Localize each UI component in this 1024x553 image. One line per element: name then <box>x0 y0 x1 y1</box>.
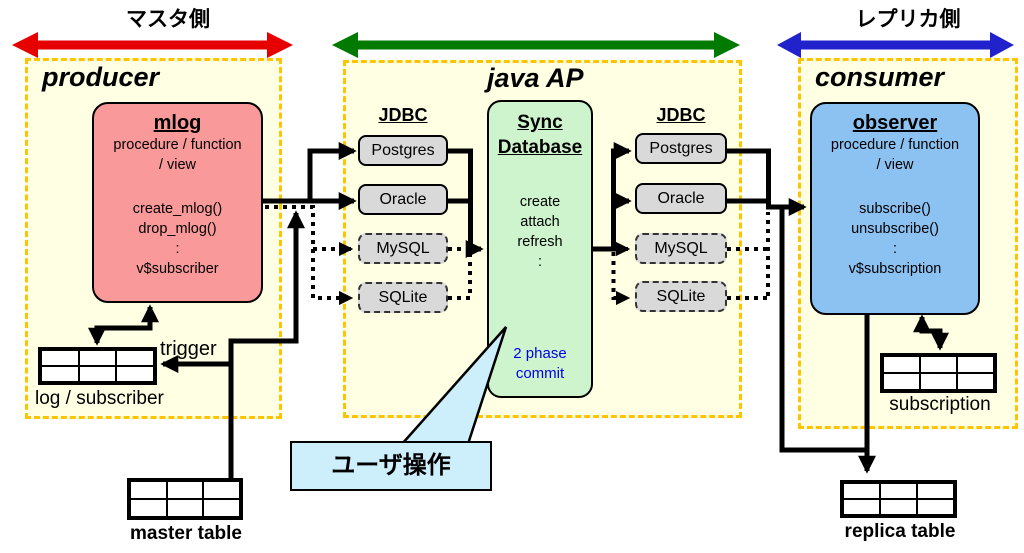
replica-side-label: レプリカ側 <box>855 8 961 31</box>
observer-line: v$subscription <box>848 261 942 277</box>
master-table-caption: master table <box>130 523 242 544</box>
sync-line: : <box>537 254 543 270</box>
mlog-to-sqlite-left-dashed <box>311 249 354 306</box>
subscription-caption: subscription <box>889 394 991 415</box>
replica-table <box>840 480 957 518</box>
mlog-line: drop_mlog() <box>138 221 217 237</box>
left-jdbc-to-sync <box>448 148 484 258</box>
driver-postgres-right: Postgres <box>635 133 727 164</box>
sync-line: create <box>519 194 561 210</box>
observer-title: observer <box>852 112 938 134</box>
branch-down-to-replica <box>779 207 865 453</box>
driver-postgres-left: Postgres <box>358 135 448 166</box>
observer-box: observer procedure / function / view sub… <box>810 102 980 315</box>
mlog-to-postgres-left <box>307 142 357 204</box>
callout-pointer <box>399 326 508 446</box>
observer-line: subscribe() <box>859 201 931 217</box>
master-table-up-line <box>228 210 305 480</box>
mlog-title: mlog <box>153 112 202 134</box>
driver-sqlite-right: SQLite <box>635 281 727 312</box>
mlog-line: v$subscriber <box>136 261 219 277</box>
consumer-title: consumer <box>815 62 945 92</box>
driver-mysql-right: MySQL <box>635 233 727 264</box>
user-operation-callout: ユーザ操作 <box>290 441 492 491</box>
observer-line: procedure / function <box>830 137 960 153</box>
mlog-log-zigzag <box>88 304 159 346</box>
java-ap-title: java AP <box>487 63 584 93</box>
producer-title: producer <box>42 62 160 92</box>
sync-title: Sync <box>517 112 563 133</box>
sqlite-left-join-dashed <box>448 252 472 300</box>
driver-sqlite-left: SQLite <box>358 282 448 313</box>
master-side-label: マスタ側 <box>126 8 210 31</box>
right-jdbc-to-observer <box>727 148 807 216</box>
jdbc-right-header: JDBC <box>656 105 706 125</box>
log-subscriber-table <box>38 347 157 385</box>
replica-table-caption: replica table <box>844 521 956 542</box>
two-phase-commit-note: 2 phase commit <box>513 345 567 382</box>
trigger-label: trigger <box>160 338 217 360</box>
mlog-line: create_mlog() <box>132 201 223 217</box>
driver-oracle-right: Oracle <box>635 183 727 214</box>
observer-line: unsubscribe() <box>851 221 939 237</box>
java-ap-span-arrow <box>332 32 740 58</box>
master-side-arrow <box>12 32 293 58</box>
mlog-to-mysql-left-dashed <box>265 205 354 257</box>
mlog-box: mlog procedure / function / view create_… <box>92 102 263 303</box>
jdbc-left-header: JDBC <box>378 105 428 125</box>
sync-title: Database <box>497 137 583 158</box>
mlog-line: : <box>175 241 180 257</box>
mlog-line: / view <box>158 157 197 173</box>
driver-mysql-left: MySQL <box>358 233 448 264</box>
observer-line: : <box>892 241 898 257</box>
sync-line: attach <box>520 214 560 230</box>
sync-to-sqlite-right-dashed <box>611 252 631 306</box>
master-table <box>127 478 243 520</box>
driver-oracle-left: Oracle <box>358 184 448 215</box>
sync-database-box: Sync Database create attach refresh : 2 … <box>487 100 593 398</box>
replica-side-arrow <box>777 32 1014 58</box>
observer-subscription-zigzag <box>913 314 949 351</box>
mlog-line: procedure / function <box>113 137 242 153</box>
observer-line: / view <box>876 157 914 173</box>
log-subscriber-caption: log / subscriber <box>35 388 164 409</box>
subscription-table <box>880 353 997 393</box>
sync-line: refresh <box>517 234 563 250</box>
